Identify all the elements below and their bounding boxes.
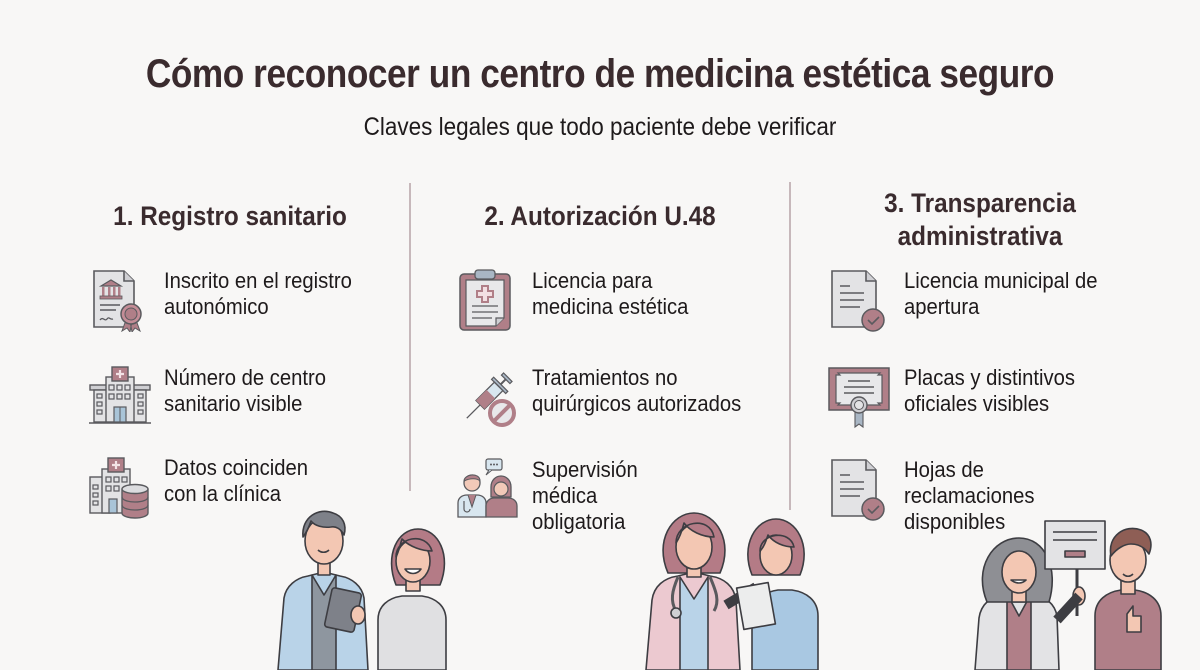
- column-title-registro: 1. Registro sanitario: [113, 201, 347, 231]
- document-check-icon: [831, 459, 885, 521]
- item-text: Supervisión médica obligatoria: [532, 457, 638, 534]
- item-text: Licencia municipal de apertura: [904, 268, 1098, 319]
- item-text: Datos coinciden con la clínica: [164, 455, 309, 506]
- item-text: Licencia para medicina estética: [532, 268, 689, 319]
- hospital-building-icon: [89, 366, 151, 424]
- list-item: Placas y distintivos oficiales visibles: [828, 365, 1090, 429]
- list-item: Número de centro sanitario visible: [88, 365, 340, 429]
- document-check-icon: [831, 270, 885, 332]
- page-subtitle: Claves legales que todo paciente debe ve…: [363, 113, 837, 141]
- official-plaque-icon: [828, 367, 890, 429]
- doctor-patient-illustration-3: [974, 520, 1162, 670]
- column-divider: [789, 182, 791, 510]
- column-title-transparencia: 3. Transparencia administrativa: [884, 188, 1076, 251]
- doctor-patient-illustration-1: [277, 510, 447, 670]
- column-divider: [409, 183, 411, 491]
- item-text: Tratamientos no quirúrgicos autorizados: [532, 365, 742, 416]
- item-text: Placas y distintivos oficiales visibles: [904, 365, 1075, 416]
- doctor-patient-illustration-2: [645, 512, 819, 670]
- list-item: Licencia para medicina estética: [456, 268, 702, 332]
- medical-clipboard-icon: [459, 269, 511, 331]
- item-text: Inscrito en el registro autonómico: [164, 268, 352, 319]
- list-item: Inscrito en el registro autonómico: [88, 268, 368, 332]
- item-text: Número de centro sanitario visible: [164, 365, 327, 416]
- doctor-patient-chat-icon: [457, 458, 518, 518]
- certificate-icon: [93, 270, 142, 332]
- item-text: Hojas de reclamaciones disponibles: [904, 457, 1035, 534]
- page-title: Cómo reconocer un centro de medicina est…: [145, 52, 1055, 96]
- list-item: Supervisión médica obligatoria: [456, 457, 647, 535]
- column-title-autorizacion: 2. Autorización U.48: [484, 201, 716, 231]
- list-item: Tratamientos no quirúrgicos autorizados: [456, 365, 759, 429]
- hospital-database-icon: [89, 457, 149, 519]
- syringe-prohibited-icon: [466, 372, 516, 427]
- list-item: Datos coinciden con la clínica: [88, 455, 321, 519]
- list-item: Licencia municipal de apertura: [828, 268, 1114, 332]
- list-item: Hojas de reclamaciones disponibles: [828, 457, 1046, 535]
